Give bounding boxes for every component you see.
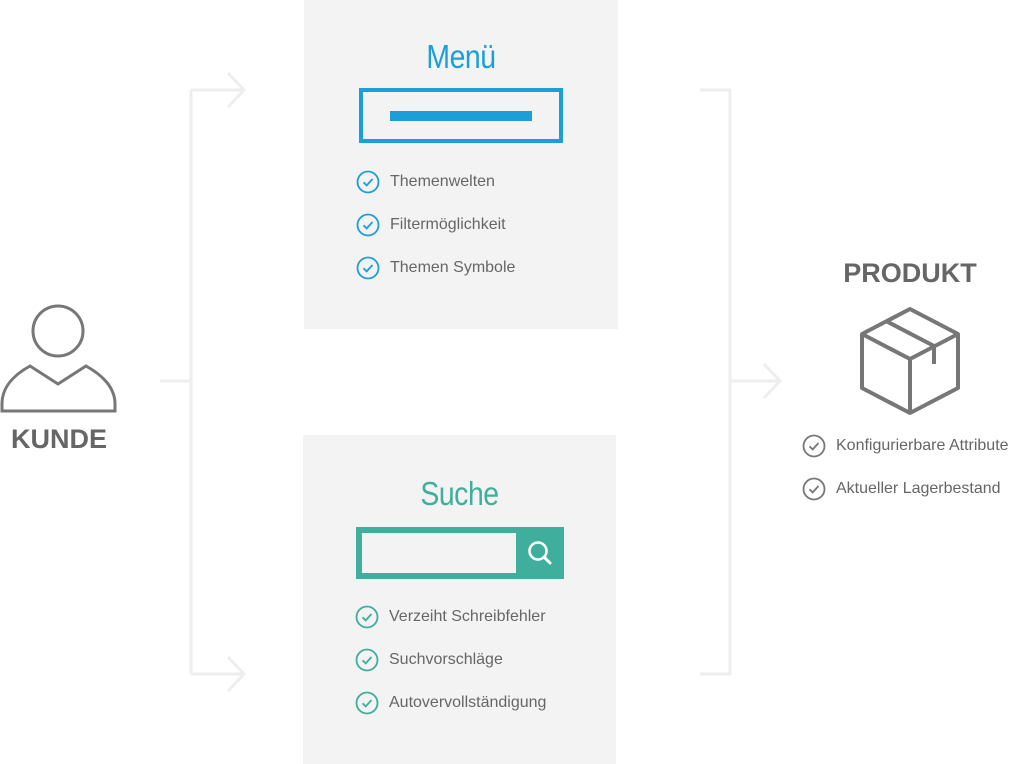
menu-bar-line — [390, 111, 532, 121]
product-connector — [700, 88, 778, 676]
feature-label: Suchvorschläge — [389, 651, 503, 668]
search-arrow-icon — [226, 655, 247, 693]
list-item: Aktueller Lagerbestand — [802, 477, 1009, 520]
menu-panel: Menü Themenwelten Filtermöglichkeit Them… — [304, 0, 618, 329]
customer-connector — [160, 88, 242, 676]
feature-label: Themen Symbole — [390, 259, 516, 276]
person-icon — [0, 304, 117, 413]
product-label: PRODUKT — [843, 258, 977, 288]
product-feature-list: Konfigurierbare Attribute Aktueller Lage… — [802, 434, 1009, 520]
check-icon — [356, 256, 380, 280]
menu-title: Menü — [426, 38, 496, 75]
list-item: Suchvorschläge — [355, 648, 546, 691]
check-icon — [356, 170, 380, 194]
check-icon — [802, 477, 826, 501]
feature-label: Autovervollständigung — [389, 694, 547, 711]
check-icon — [355, 691, 379, 715]
customer-node: KUNDE — [0, 300, 118, 454]
customer-label: KUNDE — [10, 424, 107, 454]
search-feature-list: Verzeiht Schreibfehler Suchvorschläge Au… — [355, 605, 546, 734]
search-field — [362, 533, 516, 573]
list-item: Filtermöglichkeit — [356, 213, 515, 256]
box-icon — [860, 307, 960, 415]
check-icon — [802, 434, 826, 458]
list-item: Verzeiht Schreibfehler — [355, 605, 546, 648]
feature-label: Themenwelten — [390, 173, 495, 190]
feature-label: Verzeiht Schreibfehler — [389, 608, 546, 625]
list-item: Konfigurierbare Attribute — [802, 434, 1009, 477]
search-box-icon — [356, 527, 564, 579]
search-icon — [528, 541, 552, 565]
search-panel: Suche Verzeiht Schreibfehler Suchvorschl… — [303, 435, 616, 764]
check-icon — [356, 213, 380, 237]
check-icon — [355, 648, 379, 672]
feature-label: Filtermöglichkeit — [390, 216, 506, 233]
feature-label: Konfigurierbare Attribute — [836, 437, 1009, 454]
check-icon — [355, 605, 379, 629]
list-item: Themen Symbole — [356, 256, 515, 299]
list-item: Autovervollständigung — [355, 691, 546, 734]
product-arrow-icon — [762, 362, 783, 400]
search-title: Suche — [420, 475, 499, 512]
menu-bar-icon — [359, 88, 563, 143]
list-item: Themenwelten — [356, 170, 515, 213]
feature-label: Aktueller Lagerbestand — [836, 480, 1001, 497]
menu-feature-list: Themenwelten Filtermöglichkeit Themen Sy… — [356, 170, 515, 299]
menu-arrow-icon — [226, 71, 247, 109]
